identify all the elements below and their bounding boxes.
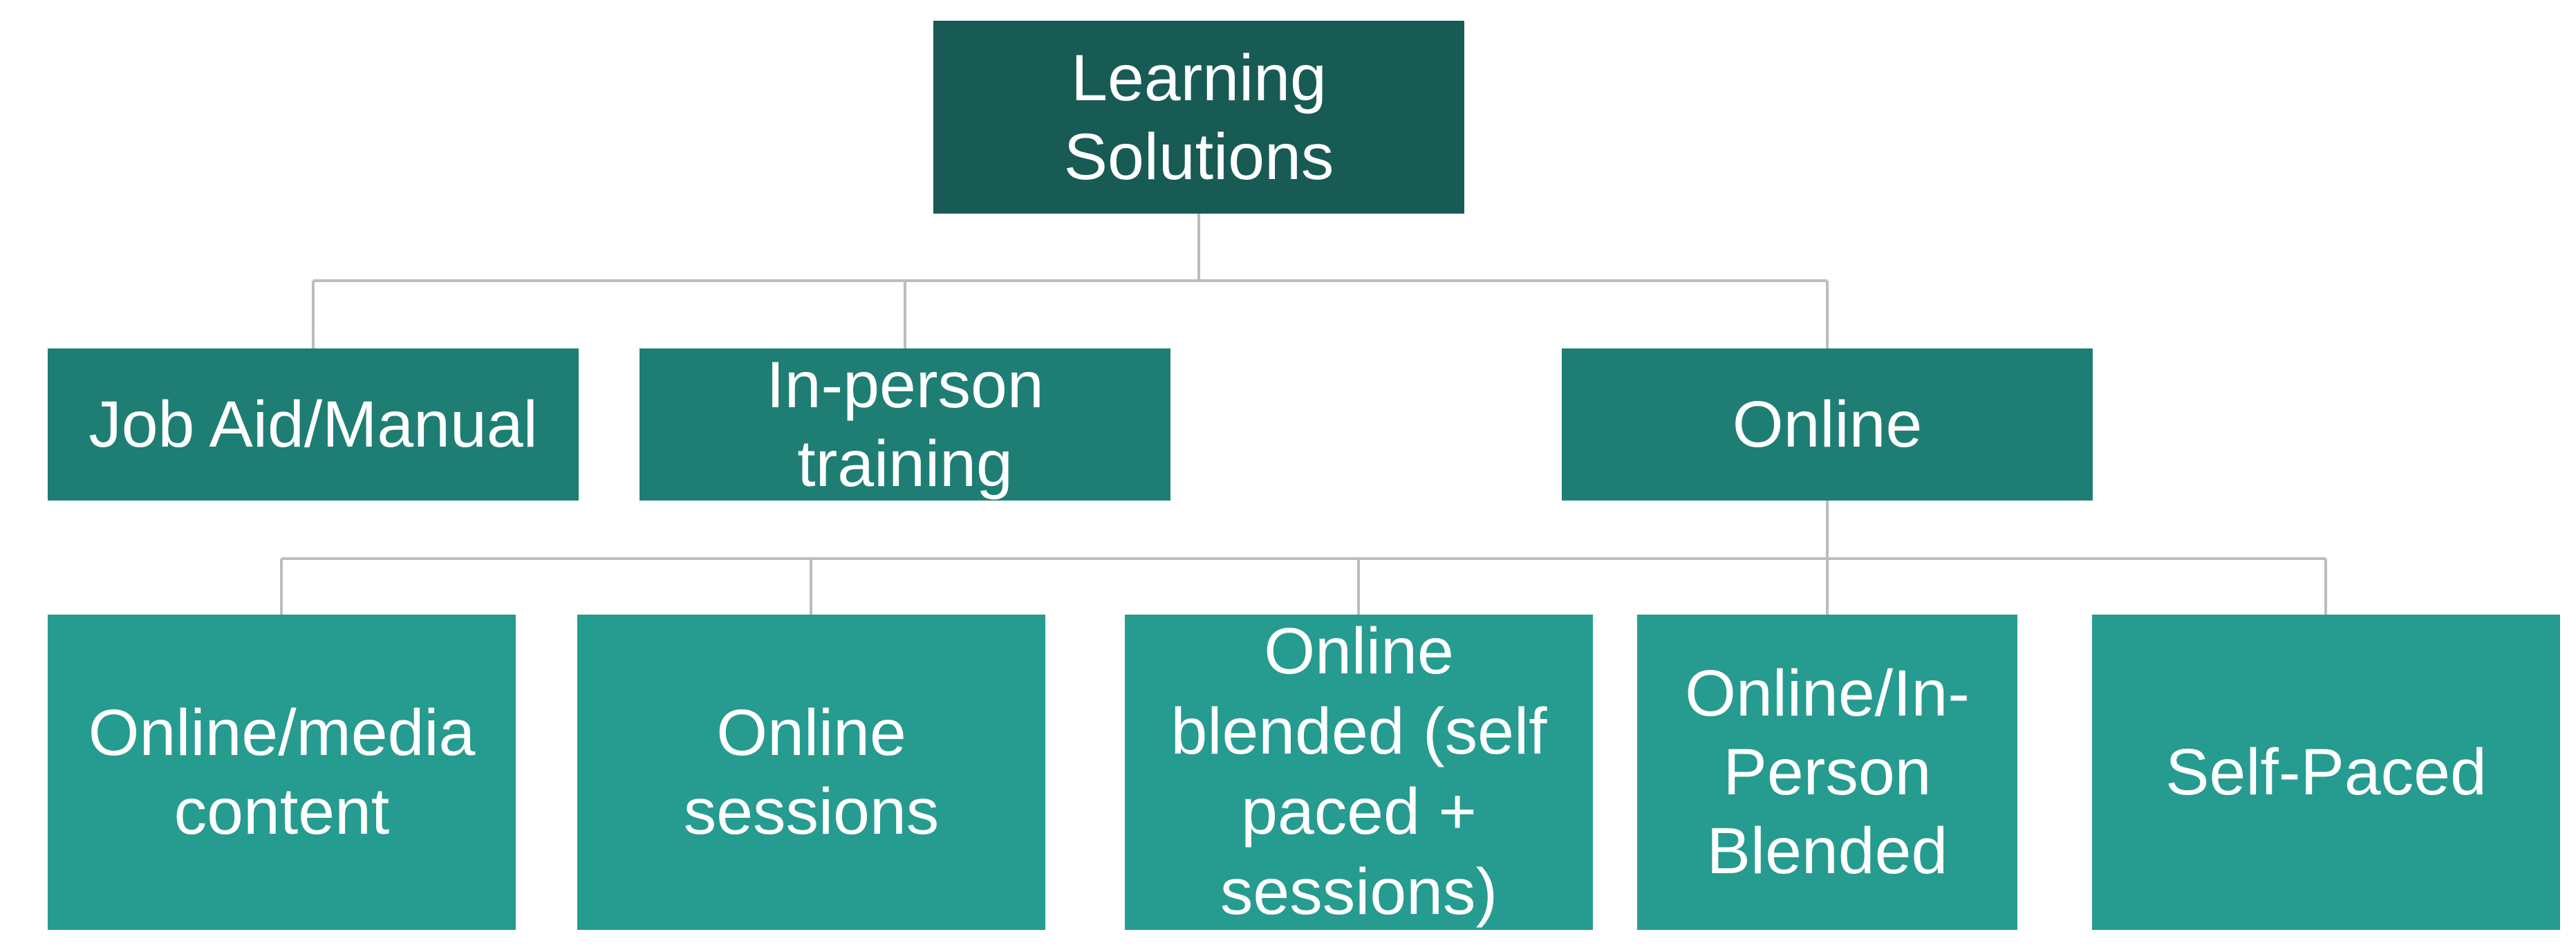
- node-online-in-person-blended: Online/In-Person Blended: [1637, 615, 2017, 930]
- node-label: Online/media content: [88, 696, 476, 848]
- node-job-aid-manual: Job Aid/Manual: [48, 348, 579, 501]
- node-label: Online blended (self paced + sessions): [1170, 615, 1547, 928]
- node-label: Online/In-Person Blended: [1685, 657, 1970, 888]
- node-label: Job Aid/Manual: [88, 388, 538, 461]
- node-self-paced: Self-Paced: [2092, 615, 2560, 930]
- node-label: Online: [1732, 388, 1923, 461]
- node-label: Self-Paced: [2165, 736, 2487, 809]
- node-label: Online sessions: [683, 696, 940, 848]
- node-label: Learning Solutions: [1063, 41, 1334, 194]
- node-online-blended: Online blended (self paced + sessions): [1125, 615, 1593, 930]
- node-online: Online: [1562, 348, 2093, 501]
- node-in-person-training: In-person training: [640, 348, 1170, 501]
- node-label: In-person training: [766, 348, 1044, 501]
- node-online-media-content: Online/media content: [48, 615, 516, 930]
- node-learning-solutions: Learning Solutions: [933, 21, 1464, 214]
- node-online-sessions: Online sessions: [577, 615, 1045, 930]
